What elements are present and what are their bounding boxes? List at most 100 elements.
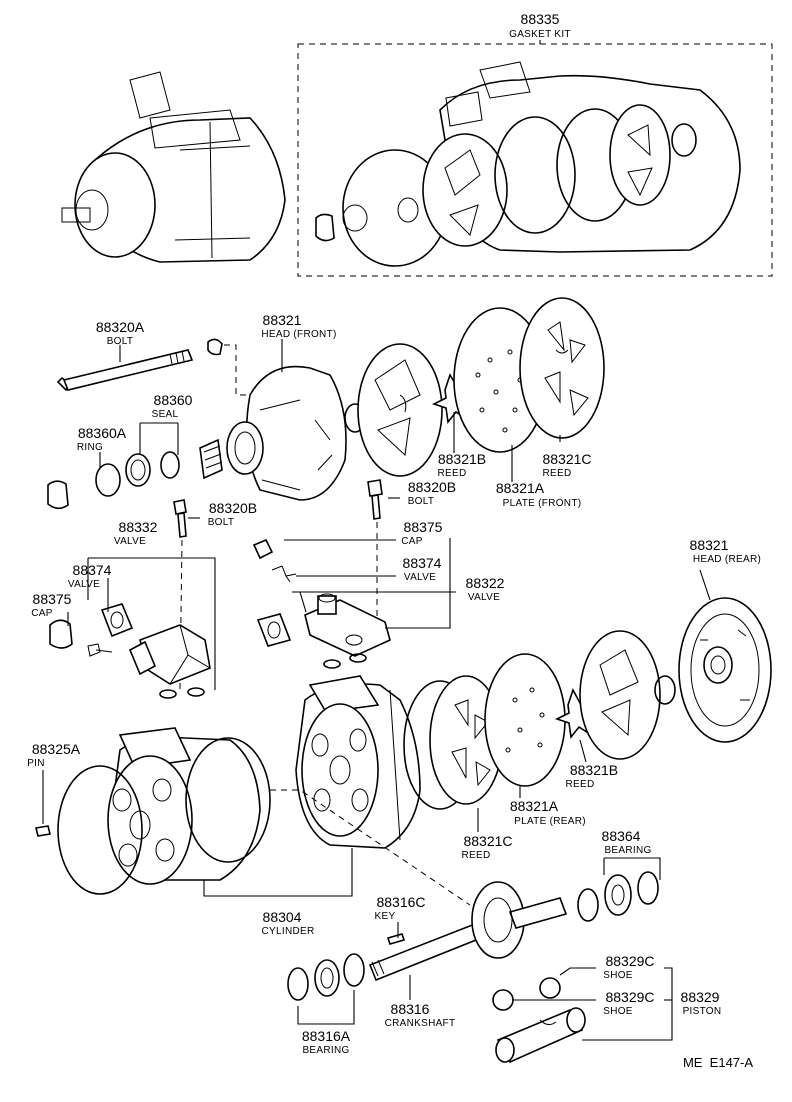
- label-gasket-kit-number: 88335: [521, 11, 560, 27]
- o-ring-cylinder-middle: [185, 737, 271, 863]
- label-valve-322-name: VALVE: [468, 592, 500, 603]
- label-ring-number: 88360A: [78, 425, 127, 441]
- o-ring-valve-mid-1: [323, 659, 341, 669]
- valve-88322: [304, 593, 391, 657]
- label-bolt-mid-number: 88320B: [408, 479, 456, 495]
- piston-88329: [495, 1007, 586, 1064]
- label-head-rear-name: HEAD (REAR): [693, 554, 761, 565]
- plate-rear: [484, 653, 566, 787]
- o-ring-cylinder-left: [57, 765, 143, 895]
- label-shoe-top-name: SHOE: [603, 970, 633, 981]
- label-piston-name: PISTON: [683, 1006, 722, 1017]
- valve-88332: [128, 624, 211, 685]
- reed-88321c-bottom: [429, 675, 503, 805]
- seal-88360-a: [125, 453, 151, 487]
- key-88316c: [386, 933, 406, 945]
- label-head-front-name: HEAD (FRONT): [261, 329, 336, 340]
- o-ring-valve-left-1: [159, 689, 177, 699]
- washer-top: [207, 338, 223, 356]
- label-plate-rear-number: 88321A: [510, 798, 559, 814]
- label-shoe-top-number: 88329C: [605, 953, 654, 969]
- shoe-88329c-bottom: [492, 989, 514, 1011]
- label-crankshaft-number: 88316: [391, 1001, 430, 1017]
- label-bearing-right-name: BEARING: [604, 845, 651, 856]
- bolt-88320b-left: [173, 499, 187, 538]
- valve-nut-left: [100, 603, 134, 638]
- o-ring-valve-left-2: [187, 687, 205, 697]
- cap-88375-left: [49, 619, 73, 649]
- label-shoe-bottom-number: 88329C: [605, 989, 654, 1005]
- label-cap-mid-name: CAP: [401, 536, 422, 547]
- cylinder-front-half: [295, 675, 421, 849]
- label-bolt-long-name: BOLT: [107, 336, 134, 347]
- gasket-kit-fitting: [479, 61, 531, 99]
- rear-valve-plate-gasket: [579, 630, 661, 760]
- label-head-front-number: 88321: [263, 312, 302, 328]
- reed-88321c-top: [519, 297, 605, 439]
- label-reed-c-top-number: 88321C: [542, 451, 591, 467]
- cap-88375-mid: [252, 538, 274, 560]
- label-bolt-mid-name: BOLT: [408, 496, 435, 507]
- leader-lines: [67, 339, 711, 1041]
- diagram-code: ME E147-A: [683, 1055, 753, 1070]
- label-reed-b-bottom-number: 88321B: [570, 762, 618, 778]
- label-reed-c-bottom-number: 88321C: [463, 833, 512, 849]
- shoe-88329c-top: [539, 977, 561, 999]
- ring-88360a: [95, 463, 121, 497]
- label-reed-b-top-number: 88321B: [438, 451, 486, 467]
- label-cylinder-number: 88304: [263, 909, 302, 925]
- seal-88360-b: [160, 451, 180, 479]
- bearing-88364-washer-1: [577, 888, 599, 922]
- crankshaft-88316: [368, 881, 568, 982]
- label-reed-b-top-name: REED: [438, 468, 467, 479]
- bearing-88364-washer-2: [637, 871, 659, 905]
- label-valve-374-mid-name: VALVE: [404, 572, 436, 583]
- head-front: [226, 365, 347, 501]
- label-valve-374-mid-number: 88374: [403, 555, 442, 571]
- bearing-88316a-roller: [314, 959, 340, 997]
- label-cap-left-name: CAP: [31, 608, 52, 619]
- label-valve-left-name: VALVE: [114, 536, 146, 547]
- label-key-number: 88316C: [376, 894, 425, 910]
- gasket-kit-o-ring-1: [494, 116, 576, 234]
- label-valve-374-left-number: 88374: [73, 562, 112, 578]
- gasket-kit-seal: [671, 123, 697, 157]
- label-reed-c-bottom-name: REED: [462, 850, 491, 861]
- label-seal-number: 88360: [154, 392, 193, 408]
- label-gasket-kit-name: GASKET KIT: [509, 29, 571, 40]
- bearing-88316a-washer-2: [343, 953, 365, 987]
- assembled-compressor: [61, 71, 286, 263]
- label-plate-front-name: PLATE (FRONT): [503, 498, 582, 509]
- label-valve-left-number: 88332: [119, 519, 158, 535]
- label-plate-front-number: 88321A: [496, 480, 545, 496]
- o-ring-valve-mid-2: [349, 653, 367, 663]
- ring-88360a-clip: [47, 480, 69, 510]
- cylinder-rear-half: [107, 727, 261, 885]
- label-bolt-long-number: 88320A: [96, 319, 145, 335]
- gasket-kit-valve-plate: [422, 133, 508, 247]
- label-valve-322-number: 88322: [466, 575, 505, 591]
- gasket-kit-rear-plate: [609, 104, 671, 206]
- label-shoe-bottom-name: SHOE: [603, 1006, 633, 1017]
- label-reed-c-top-name: REED: [543, 468, 572, 479]
- label-ring-name: RING: [77, 442, 103, 453]
- label-bearing-bottom-number: 88316A: [302, 1028, 351, 1044]
- label-crankshaft-name: CRANKSHAFT: [385, 1018, 456, 1029]
- label-piston-number: 88329: [681, 989, 720, 1005]
- pin-88325a: [35, 825, 51, 837]
- bearing-88364-roller: [604, 874, 632, 916]
- label-reed-b-bottom-name: REED: [566, 779, 595, 790]
- label-cap-left-number: 88375: [33, 591, 72, 607]
- label-bolt-left-number: 88320B: [209, 500, 257, 516]
- label-key-name: KEY: [375, 911, 396, 922]
- bearing-88316a-washer-1: [287, 967, 309, 1001]
- label-bearing-right-number: 88364: [602, 828, 641, 844]
- labels: 88335 GASKET KIT 88320A BOLT 88321 HEAD …: [27, 11, 761, 1070]
- front-valve-plate-gasket: [357, 343, 443, 477]
- gasket-kit-group: [297, 40, 773, 277]
- gasket-kit-compressor-body: [439, 74, 741, 253]
- label-bolt-left-name: BOLT: [208, 517, 235, 528]
- label-plate-rear-name: PLATE (REAR): [514, 816, 586, 827]
- label-head-rear-number: 88321: [690, 537, 729, 553]
